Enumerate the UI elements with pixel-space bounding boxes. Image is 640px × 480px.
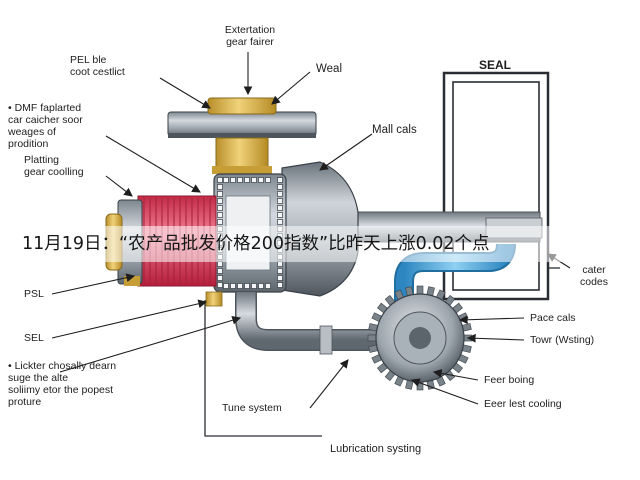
leader-arrows	[51, 52, 571, 409]
label-lickter: • Lickter chosally dearn suge the alte s…	[8, 360, 117, 408]
label-weal: Weal	[316, 63, 342, 75]
chain-link	[277, 282, 283, 288]
chain-link	[251, 283, 257, 289]
brass-bottom-fitting	[205, 291, 223, 307]
label-eeer-lest-cooling: Eeer lest cooling	[484, 398, 562, 410]
chain-link	[223, 283, 229, 289]
grey-return-pipe	[235, 292, 388, 355]
chain-link	[217, 184, 223, 190]
label-psl: PSL	[24, 288, 44, 300]
label-extertation-gear: Extertation gear fairer	[224, 24, 276, 48]
chain-link	[277, 212, 283, 218]
chain-link	[217, 198, 223, 204]
chain-link	[277, 261, 283, 267]
chain-link	[277, 205, 283, 211]
chain-link	[217, 282, 223, 288]
label-mall-cals: Mall cals	[372, 124, 417, 136]
label-feer-boing: Feer boing	[484, 374, 535, 386]
chain-link	[277, 219, 283, 225]
feed-gear	[367, 285, 473, 391]
chain-link	[277, 191, 283, 197]
chain-link	[265, 177, 271, 183]
chain-link	[277, 184, 283, 190]
chain-link	[244, 177, 250, 183]
weal-flange	[167, 111, 317, 138]
label-dmf-faplarted: • DMF faplarted car caicher soor weages …	[8, 102, 83, 150]
chain-link	[217, 268, 223, 274]
chain-link	[251, 177, 257, 183]
label-pace-cals: Pace cals	[530, 312, 576, 324]
chain-link	[237, 177, 243, 183]
chain-link	[237, 283, 243, 289]
chain-link	[217, 212, 223, 218]
chain-link	[265, 283, 271, 289]
chain-link	[230, 283, 236, 289]
chain-link	[217, 191, 223, 197]
chain-link	[217, 261, 223, 267]
label-pel-ble: PEL ble coot cestlict	[70, 54, 125, 78]
chain-link	[277, 275, 283, 281]
label-towr-wsting: Towr (Wsting)	[530, 334, 595, 346]
chain-link	[277, 198, 283, 204]
label-sel: SEL	[24, 332, 44, 344]
overlay-headline: 11月19日：“农产品批发价格200指数”比昨天上涨0.02个点	[0, 226, 640, 262]
chain-link	[217, 205, 223, 211]
chain-link	[217, 275, 223, 281]
chain-link	[258, 177, 264, 183]
chain-link	[277, 268, 283, 274]
lubrication-lines	[204, 267, 560, 437]
chain-link	[223, 177, 229, 183]
seal-box	[442, 71, 550, 301]
label-seal: SEAL	[479, 58, 512, 72]
chain-link	[217, 177, 223, 183]
label-platting-gear-coolling: Platting gear coolling	[24, 154, 84, 178]
chain-link	[230, 177, 236, 183]
chain-link	[217, 219, 223, 225]
chain-link	[277, 177, 283, 183]
label-tune-system: Tune system	[222, 402, 282, 414]
chain-link	[258, 283, 264, 289]
brass-top-fitting	[207, 97, 277, 174]
chain-ring	[217, 177, 283, 289]
label-cater-codes: cater codes	[579, 264, 609, 288]
chain-link	[244, 283, 250, 289]
label-lubrication-systing: Lubrication systing	[330, 443, 422, 455]
